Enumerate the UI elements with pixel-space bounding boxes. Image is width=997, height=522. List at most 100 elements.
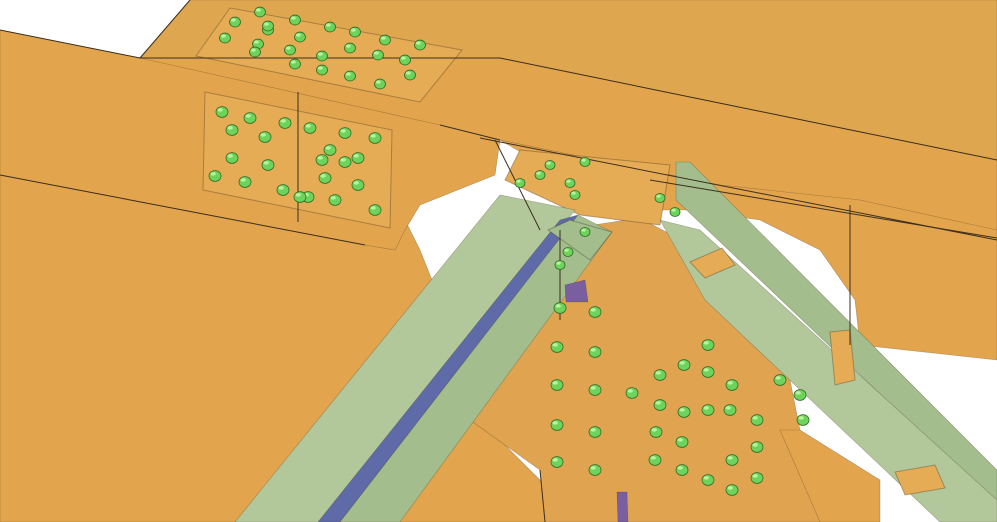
bolt-icon bbox=[793, 389, 807, 401]
bolt-icon bbox=[316, 64, 328, 76]
bolt-icon bbox=[225, 152, 239, 164]
bolt-icon bbox=[238, 176, 252, 188]
bolt-icon bbox=[349, 26, 361, 38]
bolt-icon bbox=[229, 16, 241, 28]
brace-left-end-plate bbox=[547, 219, 613, 261]
bolt-icon bbox=[550, 419, 564, 431]
bolt-icon bbox=[773, 374, 787, 386]
bolt-icon bbox=[368, 132, 382, 144]
bolt-icon bbox=[338, 127, 352, 139]
bolt-icon bbox=[379, 34, 391, 46]
brace-left-flange bbox=[234, 194, 576, 522]
bolt-icon bbox=[588, 426, 602, 438]
bolt-icon bbox=[323, 144, 337, 156]
bolt-icon bbox=[252, 38, 264, 50]
bolt-icon bbox=[318, 172, 332, 184]
bolt-groups bbox=[208, 6, 810, 496]
bolt-icon bbox=[564, 178, 576, 188]
bolt-icon bbox=[368, 204, 382, 216]
bolt-icon bbox=[579, 157, 591, 167]
bolt-icon bbox=[677, 359, 691, 371]
bolt-icon bbox=[324, 21, 336, 33]
bolt-icon bbox=[701, 404, 715, 416]
bolt-icon bbox=[243, 112, 257, 124]
bolt-icon bbox=[701, 366, 715, 378]
bolt-icon bbox=[723, 404, 737, 416]
bolt-icon bbox=[550, 379, 564, 391]
bolt-icon bbox=[750, 441, 764, 453]
brace-right-tie-3 bbox=[829, 329, 856, 386]
bolt-icon bbox=[654, 193, 666, 203]
bolt-icon bbox=[414, 39, 426, 51]
bolt-icon bbox=[653, 369, 667, 381]
bolt-icon bbox=[677, 406, 691, 418]
bolt-icon bbox=[554, 260, 566, 270]
bolt-icon bbox=[399, 54, 411, 66]
bolt-icon bbox=[569, 190, 581, 200]
bolt-icon bbox=[725, 454, 739, 466]
bolt-icon bbox=[293, 191, 307, 203]
bolt-icon bbox=[208, 170, 222, 182]
bolt-icon bbox=[701, 339, 715, 351]
gusset-slot bbox=[616, 491, 629, 522]
bolt-icon bbox=[534, 170, 546, 180]
bolt-icon bbox=[514, 178, 526, 188]
bolt-icon bbox=[303, 122, 317, 134]
bolt-icon bbox=[625, 387, 639, 399]
bolt-icon bbox=[225, 124, 239, 136]
bolt-icon bbox=[351, 179, 365, 191]
brace-right-tie-2 bbox=[894, 464, 946, 496]
bolt-icon bbox=[701, 474, 715, 486]
bolt-icon bbox=[344, 70, 356, 82]
bolt-icon bbox=[544, 160, 556, 170]
bolt-icon bbox=[550, 341, 564, 353]
bolt-icon bbox=[328, 194, 342, 206]
bolt-icon bbox=[588, 346, 602, 358]
bolt-icon bbox=[653, 399, 667, 411]
brace-left-shadow bbox=[564, 279, 589, 303]
bolt-icon bbox=[249, 46, 261, 58]
bolt-icon bbox=[289, 14, 301, 26]
bolt-icon bbox=[725, 484, 739, 496]
bolt-icon bbox=[588, 306, 602, 318]
brace-right-tie-1 bbox=[689, 247, 736, 279]
bolt-icon bbox=[588, 464, 602, 476]
bolt-icon bbox=[374, 78, 386, 90]
bolt-icon bbox=[675, 436, 689, 448]
bolt-icon bbox=[649, 426, 663, 438]
bolt-icon bbox=[316, 50, 328, 62]
bolt-icon bbox=[284, 44, 296, 56]
bolt-icon bbox=[588, 384, 602, 396]
bolt-icon bbox=[215, 106, 229, 118]
bolt-icon bbox=[553, 302, 567, 314]
bolt-icon bbox=[338, 156, 352, 168]
bolt-icon bbox=[261, 159, 275, 171]
bolt-icon bbox=[669, 207, 681, 217]
bolt-icon bbox=[750, 414, 764, 426]
bolt-icon bbox=[562, 247, 574, 257]
bolt-icon bbox=[725, 379, 739, 391]
bolt-icon bbox=[372, 49, 384, 61]
bolt-icon bbox=[219, 32, 231, 44]
bolt-icon bbox=[289, 58, 301, 70]
bolt-icon bbox=[276, 184, 290, 196]
lower-right-web bbox=[779, 429, 881, 522]
bolt-icon bbox=[404, 69, 416, 81]
bolt-icon bbox=[262, 20, 274, 32]
bolt-icon bbox=[258, 131, 272, 143]
bolt-icon bbox=[750, 472, 764, 484]
bolt-icon bbox=[675, 464, 689, 476]
bolt-icon bbox=[254, 6, 266, 18]
bolt-icon bbox=[294, 31, 306, 43]
bolt-icon bbox=[648, 454, 662, 466]
bolt-icon bbox=[351, 152, 365, 164]
bolt-icon bbox=[796, 414, 810, 426]
bolt-icon bbox=[278, 117, 292, 129]
bolt-icon bbox=[579, 227, 591, 237]
bolt-icon bbox=[344, 42, 356, 54]
brace-right-lower bbox=[659, 219, 997, 522]
bolt-icon bbox=[550, 456, 564, 468]
bolt-icon bbox=[315, 154, 329, 166]
